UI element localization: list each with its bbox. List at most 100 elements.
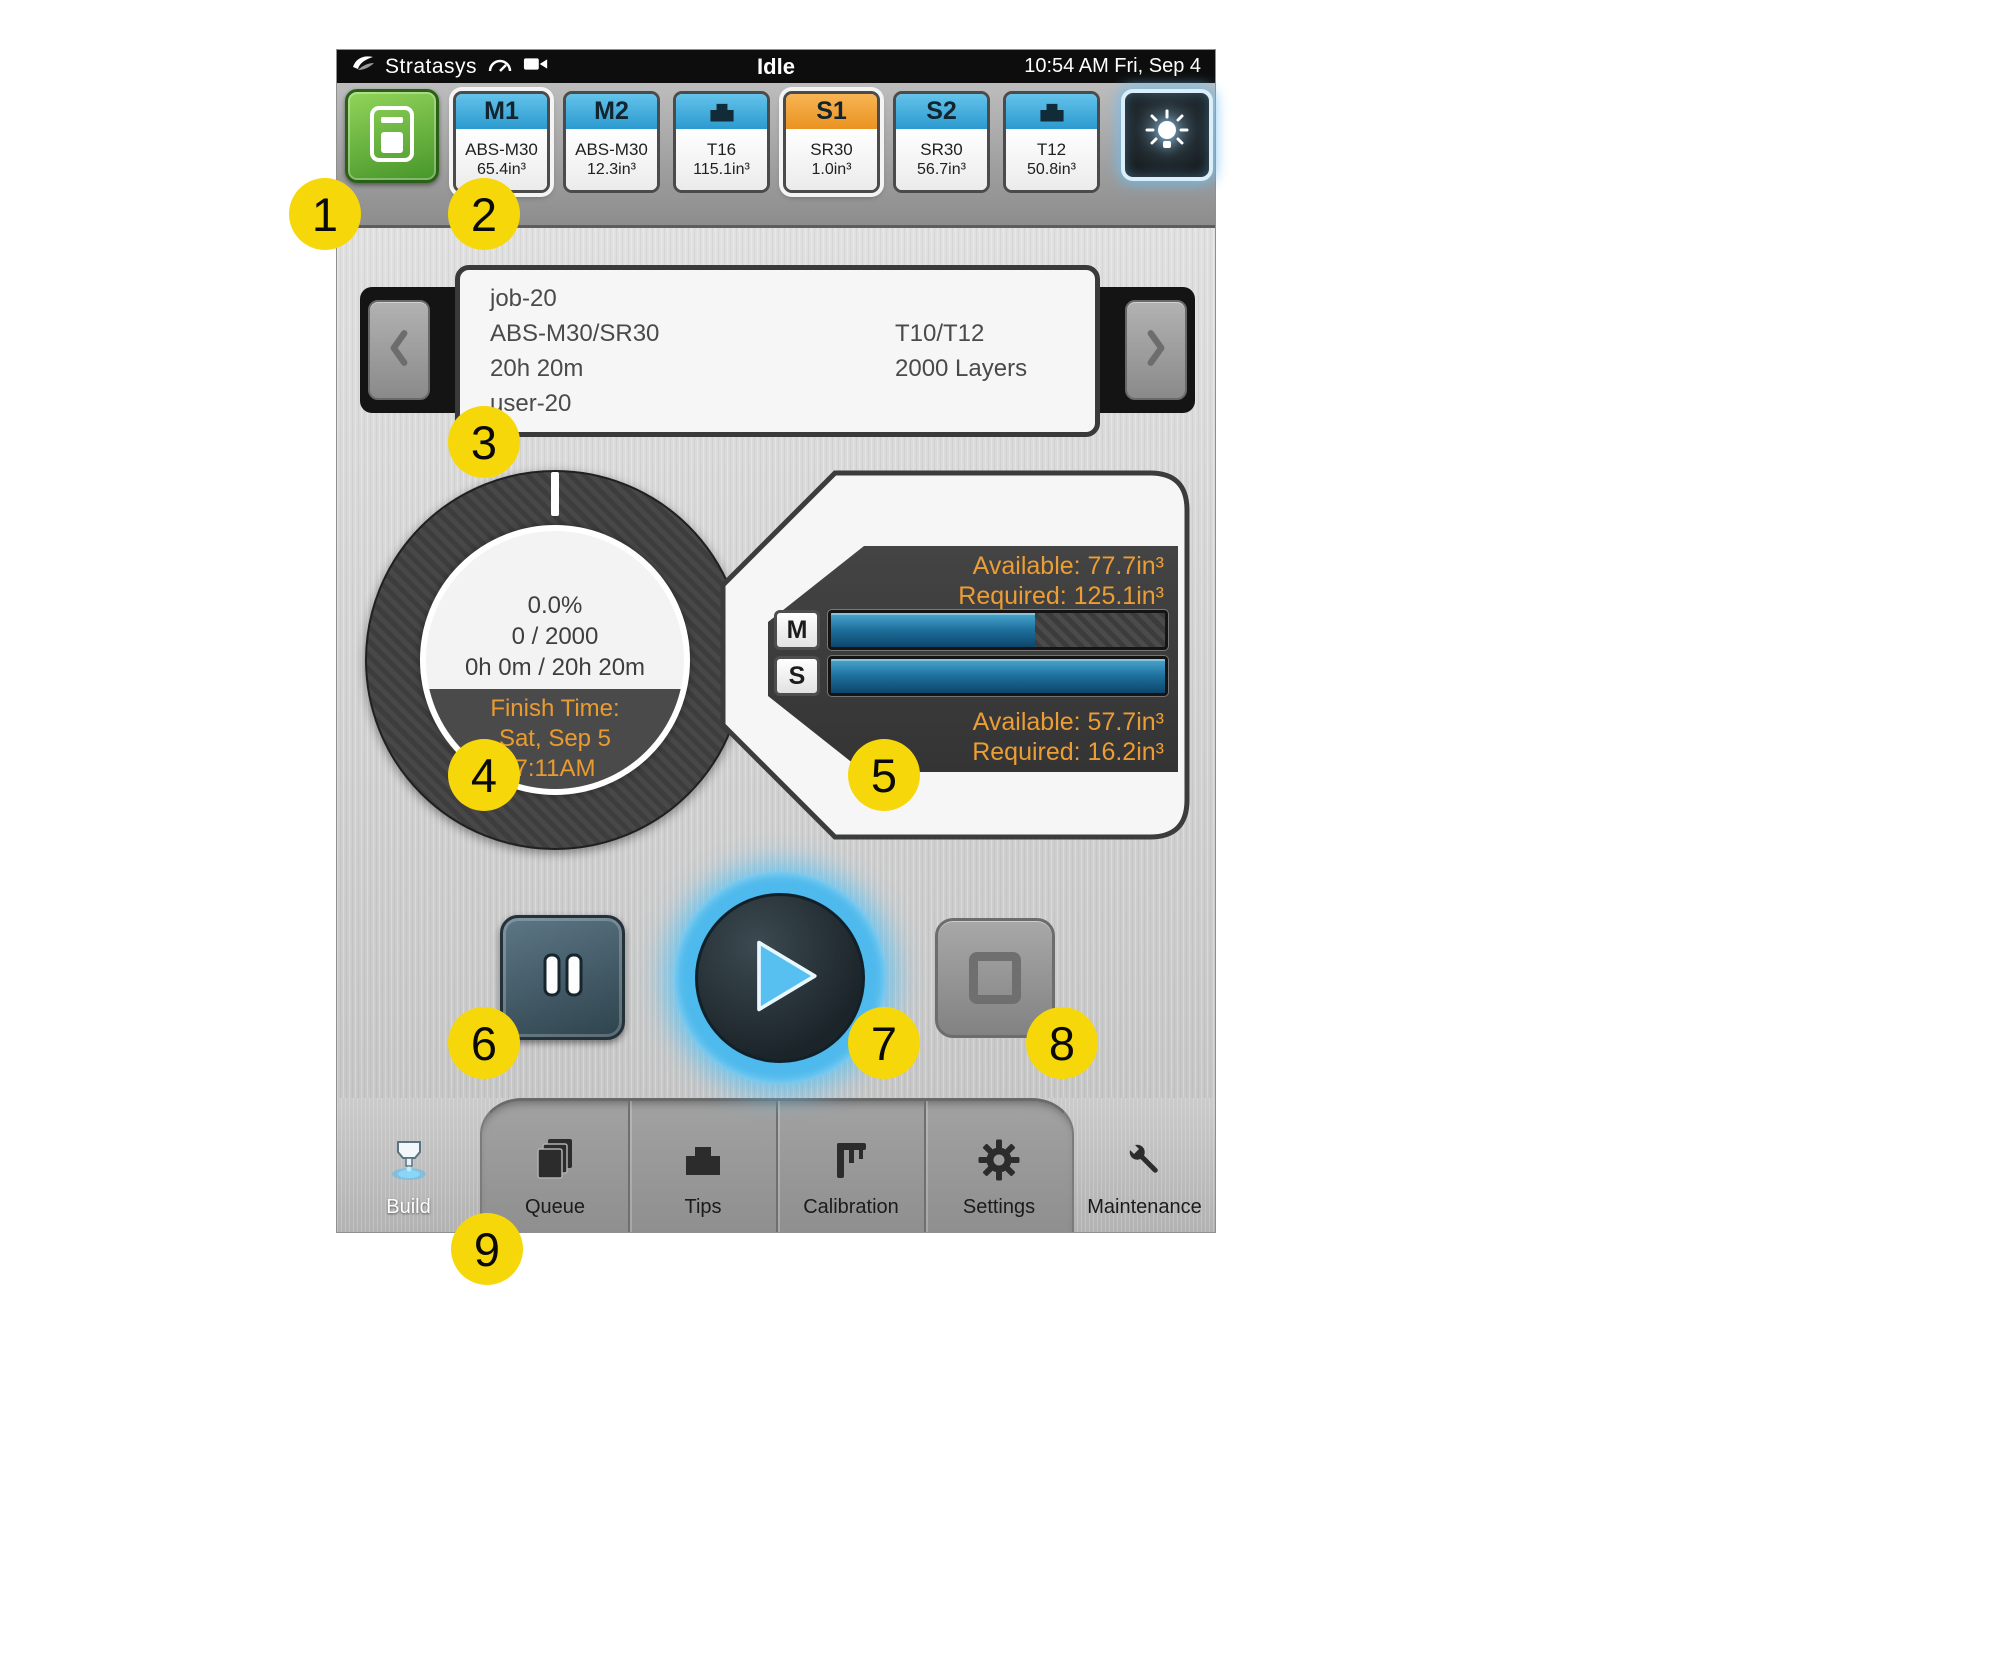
printer-touchscreen: Stratasys Idle 10:54 AM Fri, Sep 4 M1 bbox=[337, 50, 1215, 1232]
support-available: Available: 57.7in³ bbox=[972, 708, 1164, 736]
tab-queue[interactable]: Queue bbox=[482, 1101, 628, 1232]
canister-slot-s2[interactable]: S2 SR30 56.7in³ bbox=[893, 91, 990, 193]
tab-build-label: Build bbox=[386, 1196, 431, 1218]
tab-tips-label: Tips bbox=[684, 1196, 722, 1218]
tab-calibration[interactable]: Calibration bbox=[776, 1101, 924, 1232]
tab-settings-label: Settings bbox=[962, 1196, 1036, 1218]
callout-3: 3 bbox=[448, 406, 520, 478]
model-material-bar-fill bbox=[831, 613, 1035, 647]
material-usage-plate: Available: 77.7in³ Required: 125.1in³ Av… bbox=[768, 546, 1178, 772]
support-material-bar bbox=[828, 656, 1168, 696]
brand-name: Stratasys bbox=[385, 54, 478, 78]
canister-icon bbox=[676, 94, 767, 129]
canister-slot-support-tip[interactable]: T12 50.8in³ bbox=[1003, 91, 1100, 193]
model-material-bar bbox=[828, 610, 1168, 650]
tab-maintenance-label: Maintenance bbox=[1087, 1196, 1202, 1218]
build-icon bbox=[386, 1136, 432, 1187]
light-button[interactable] bbox=[1121, 89, 1213, 181]
callout-4: 4 bbox=[448, 739, 520, 811]
job-nav-right-track bbox=[1098, 287, 1195, 413]
tab-maintenance[interactable]: Maintenance bbox=[1074, 1098, 1215, 1232]
callout-7: 7 bbox=[848, 1007, 920, 1079]
canister-material: T16 bbox=[706, 140, 737, 159]
gauge-icon bbox=[487, 54, 513, 79]
tab-queue-label: Queue bbox=[524, 1196, 586, 1218]
inactive-tab-strip: Queue Tips Calibration bbox=[480, 1098, 1074, 1232]
finish-date: Sat, Sep 5 bbox=[498, 725, 612, 752]
finish-time-label: Finish Time: bbox=[490, 695, 620, 722]
tab-settings[interactable]: Settings bbox=[924, 1101, 1072, 1232]
canister-info: ABS-M30 12.3in³ bbox=[566, 129, 657, 190]
next-job-button[interactable] bbox=[1125, 300, 1187, 400]
model-required: Required: 125.1in³ bbox=[958, 582, 1164, 610]
canister-info: SR30 1.0in³ bbox=[786, 129, 877, 190]
pause-icon bbox=[534, 946, 592, 1009]
callout-2: 2 bbox=[448, 178, 520, 250]
chevron-right-icon bbox=[1145, 328, 1167, 373]
job-materials: ABS-M30/SR30 bbox=[490, 320, 660, 347]
state-button[interactable] bbox=[345, 89, 439, 183]
canister-slot-id: S1 bbox=[786, 94, 877, 129]
status-bar: Stratasys Idle 10:54 AM Fri, Sep 4 bbox=[337, 50, 1215, 83]
job-nav-left-track bbox=[360, 287, 457, 413]
canister-material: SR30 bbox=[810, 140, 853, 159]
model-bar-label: M bbox=[774, 610, 820, 650]
canister-slot-m1[interactable]: M1 ABS-M30 65.4in³ bbox=[453, 91, 550, 193]
pause-button[interactable] bbox=[500, 915, 625, 1040]
printer-status: Idle bbox=[757, 53, 795, 79]
bottom-navigation: Build Queue bbox=[337, 1098, 1215, 1232]
canister-slot-id: S2 bbox=[896, 94, 987, 129]
job-layers: 2000 Layers bbox=[895, 355, 1028, 382]
canister-material: SR30 bbox=[920, 140, 963, 159]
previous-job-button[interactable] bbox=[368, 300, 430, 400]
progress-time: 0h 0m / 20h 20m bbox=[464, 654, 646, 681]
progress-dial: 0.0% 0 / 2000 0h 0m / 20h 20m Finish Tim… bbox=[365, 470, 745, 850]
play-icon bbox=[746, 933, 824, 1024]
canister-slot-s1[interactable]: S1 SR30 1.0in³ bbox=[783, 91, 880, 193]
canister-info: SR30 56.7in³ bbox=[896, 129, 987, 190]
stop-icon bbox=[969, 952, 1021, 1004]
stratasys-logo-icon bbox=[351, 54, 375, 79]
canister-info: T12 50.8in³ bbox=[1006, 129, 1097, 190]
progress-ring-marker bbox=[551, 472, 559, 516]
canister-volume: 65.4in³ bbox=[477, 161, 526, 178]
canister-volume: 115.1in³ bbox=[693, 161, 750, 178]
job-owner: user-20 bbox=[490, 390, 572, 417]
model-available: Available: 77.7in³ bbox=[972, 552, 1164, 580]
support-material-figures: Available: 57.7in³ Required: 16.2in³ bbox=[972, 707, 1164, 767]
callout-8: 8 bbox=[1026, 1007, 1098, 1079]
finish-time: 7:11AM bbox=[514, 755, 596, 782]
lightbulb-icon bbox=[1143, 109, 1191, 162]
job-tips: T10/T12 bbox=[895, 320, 985, 347]
datetime: 10:54 AM Fri, Sep 4 bbox=[1024, 55, 1201, 77]
material-status-panel: Available: 77.7in³ Required: 125.1in³ Av… bbox=[720, 470, 1190, 840]
canister-material: T12 bbox=[1036, 140, 1067, 159]
gear-icon bbox=[977, 1138, 1021, 1187]
canister-volume: 50.8in³ bbox=[1027, 161, 1076, 178]
play-button-face bbox=[695, 893, 865, 1063]
support-required: Required: 16.2in³ bbox=[972, 738, 1164, 766]
tab-build[interactable]: Build bbox=[337, 1098, 480, 1232]
caliper-icon bbox=[829, 1138, 873, 1187]
canister-slot-id: M1 bbox=[456, 94, 547, 129]
canister-icon bbox=[1006, 94, 1097, 129]
progress-layers: 0 / 2000 bbox=[511, 623, 599, 650]
tab-calibration-label: Calibration bbox=[803, 1196, 899, 1218]
status-bar-left: Stratasys bbox=[351, 54, 549, 79]
canister-slot-model-tip[interactable]: T16 115.1in³ bbox=[673, 91, 770, 193]
callout-9: 9 bbox=[451, 1213, 523, 1285]
canister-info: T16 115.1in³ bbox=[676, 129, 767, 190]
callout-1: 1 bbox=[289, 178, 361, 250]
model-material-figures: Available: 77.7in³ Required: 125.1in³ bbox=[958, 551, 1164, 611]
job-name: job-20 bbox=[490, 285, 557, 312]
canister-material: ABS-M30 bbox=[465, 140, 538, 159]
progress-percent: 0.0% bbox=[527, 592, 583, 619]
support-bar-label: S bbox=[774, 656, 820, 696]
tab-tips[interactable]: Tips bbox=[628, 1101, 776, 1232]
canister-slot-id: M2 bbox=[566, 94, 657, 129]
canister-slot-m2[interactable]: M2 ABS-M30 12.3in³ bbox=[563, 91, 660, 193]
chevron-left-icon bbox=[388, 328, 410, 373]
canister-volume: 56.7in³ bbox=[917, 161, 966, 178]
tips-icon bbox=[681, 1140, 725, 1187]
